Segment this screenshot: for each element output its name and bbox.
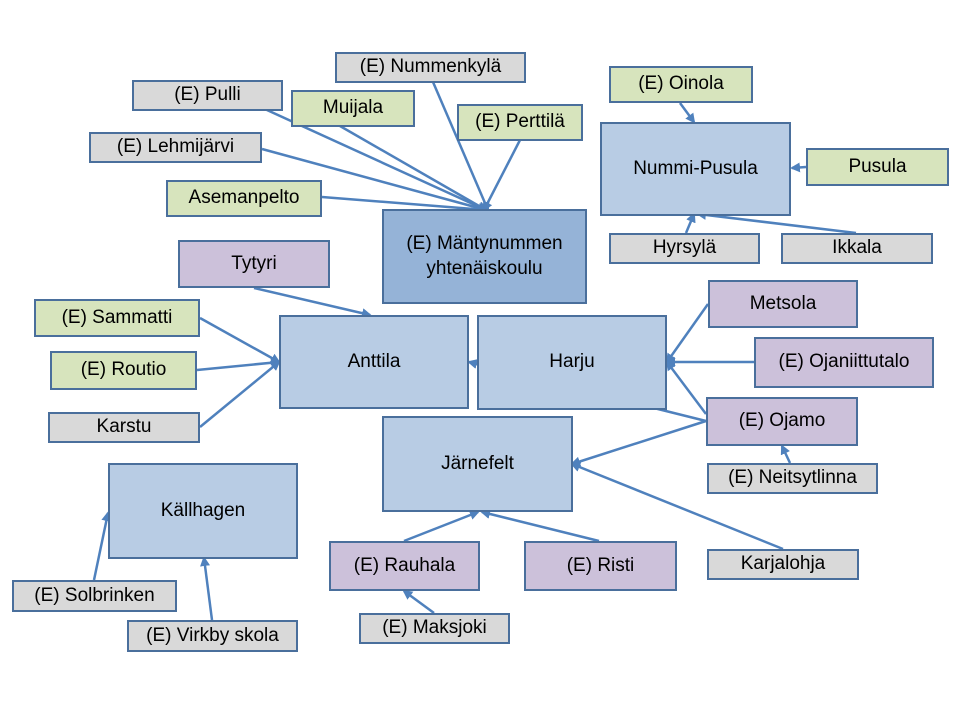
school-lehmijarvi: (E) Lehmijärvi	[89, 132, 262, 163]
school-rauhala: (E) Rauhala	[329, 541, 480, 591]
arrow-ojamo-to-jarnefelt	[570, 419, 707, 467]
school-karjalohja: Karjalohja	[707, 549, 859, 580]
arrow-tytyri-to-anttila	[253, 286, 372, 319]
arrow-metsola-to-harju	[665, 303, 710, 364]
hub-mantynummen: (E) Mäntynummen yhtenäiskoulu	[382, 209, 587, 304]
arrow-lehmijarvi-to-mantynummen	[261, 147, 488, 213]
school-pusula: Pusula	[806, 148, 949, 186]
hub-jarnefelt: Järnefelt	[382, 416, 573, 512]
arrow-perttila-to-mantynummen	[482, 139, 522, 212]
arrow-hyrsyla-to-nummi-pusula	[684, 212, 696, 234]
school-maksjoki: (E) Maksjoki	[359, 613, 510, 644]
arrow-ojamo-to-harju	[665, 360, 707, 415]
school-perttila: (E) Perttilä	[457, 104, 583, 141]
arrow-muijala-to-mantynummen	[339, 124, 488, 212]
school-virkby: (E) Virkby skola	[127, 620, 298, 652]
arrow-karjalohja-to-jarnefelt	[570, 462, 784, 551]
arrow-solbrinken-to-kallhagen	[92, 511, 112, 581]
hub-kallhagen: Källhagen	[108, 463, 298, 559]
school-risti: (E) Risti	[524, 541, 677, 591]
arrow-virkby-to-kallhagen	[200, 556, 214, 621]
school-pulli: (E) Pulli	[132, 80, 283, 111]
school-asemanpelto: Asemanpelto	[166, 180, 322, 217]
arrow-ikkala-to-nummi-pusula	[696, 209, 857, 235]
arrow-nummenkyla-to-mantynummen	[431, 81, 490, 212]
school-tytyri: Tytyri	[178, 240, 330, 288]
arrow-neitsytlinna-to-ojamo	[780, 444, 792, 464]
school-karstu: Karstu	[48, 412, 200, 443]
arrow-sammatti-to-anttila	[199, 316, 281, 364]
hub-anttila: Anttila	[279, 315, 469, 409]
hub-nummi-pusula: Nummi-Pusula	[600, 122, 791, 216]
arrow-routio-to-anttila	[196, 357, 281, 372]
arrow-rauhala-to-jarnefelt	[403, 510, 480, 543]
school-neitsytlinna: (E) Neitsytlinna	[707, 463, 878, 494]
school-metsola: Metsola	[708, 280, 858, 328]
school-hyrsyla: Hyrsylä	[609, 233, 760, 264]
school-solbrinken: (E) Solbrinken	[12, 580, 177, 612]
school-ojamo: (E) Ojamo	[706, 397, 858, 446]
school-ojaniittutalo: (E) Ojaniittutalo	[754, 337, 934, 388]
arrow-maksjoki-to-rauhala	[402, 589, 435, 615]
school-routio: (E) Routio	[50, 351, 197, 390]
school-sammatti: (E) Sammatti	[34, 299, 200, 337]
arrow-oinola-to-nummi-pusula	[678, 102, 696, 124]
arrow-pusula-to-nummi-pusula	[790, 162, 807, 173]
arrow-karstu-to-anttila	[199, 360, 281, 428]
arrow-asemanpelto-to-mantynummen	[321, 195, 488, 215]
hub-harju: Harju	[477, 315, 667, 410]
school-ikkala: Ikkala	[781, 233, 933, 264]
school-nummenkyla: (E) Nummenkylä	[335, 52, 526, 83]
arrow-risti-to-jarnefelt	[480, 509, 600, 543]
school-oinola: (E) Oinola	[609, 66, 753, 103]
school-muijala: Muijala	[291, 90, 415, 127]
